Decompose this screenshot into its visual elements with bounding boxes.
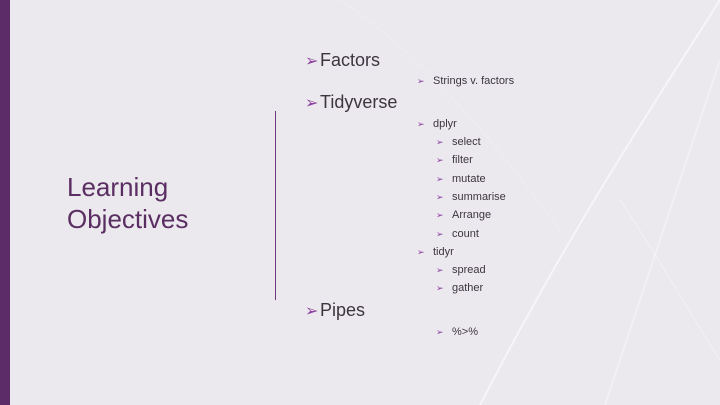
outline-subsubitem: ➢ gather — [436, 281, 483, 295]
arrow-bullet-icon: ➢ — [305, 95, 319, 112]
outline-subitem-label: tidyr — [433, 246, 454, 258]
outline-subsubitem-label: select — [452, 136, 481, 148]
arrow-bullet-icon: ➢ — [436, 155, 444, 165]
outline-subsubitem: ➢ spread — [436, 263, 486, 277]
title-line: Learning — [67, 172, 169, 202]
outline-subsubitem: ➢ count — [436, 227, 479, 241]
outline-subsubitem: ➢ %>% — [436, 325, 478, 339]
outline-subitem-label: Strings v. factors — [433, 75, 515, 87]
outline-subsubitem-label: count — [452, 228, 479, 240]
title-line: Objectives — [67, 204, 189, 234]
outline-subsubitem-label: gather — [452, 282, 484, 294]
arrow-bullet-icon: ➢ — [436, 192, 444, 202]
arrow-bullet-icon: ➢ — [436, 283, 444, 293]
arrow-bullet-icon: ➢ — [417, 119, 425, 129]
outline-subitem: ➢ Strings v. factors — [417, 74, 514, 88]
outline-item: ➢Tidyverse — [305, 92, 397, 114]
outline-subsubitem-label: summarise — [452, 191, 506, 203]
outline-subsubitem-label: spread — [452, 264, 486, 276]
outline-subitem: ➢ dplyr — [417, 117, 457, 131]
arrow-bullet-icon: ➢ — [436, 137, 444, 147]
outline-subsubitem-label: Arrange — [452, 209, 492, 221]
outline-subsubitem: ➢ select — [436, 135, 481, 149]
outline-subsubitem: ➢ Arrange — [436, 208, 491, 222]
arrow-bullet-icon: ➢ — [436, 229, 444, 239]
outline-subsubitem-label: %>% — [452, 326, 478, 338]
outline-item-label: Tidyverse — [320, 92, 398, 112]
outline-subsubitem-label: mutate — [452, 173, 486, 185]
outline-subsubitem-label: filter — [452, 154, 473, 166]
arrow-bullet-icon: ➢ — [305, 53, 319, 70]
arrow-bullet-icon: ➢ — [436, 174, 444, 184]
slide-title: Learning Objectives — [67, 171, 267, 235]
arrow-bullet-icon: ➢ — [417, 76, 425, 86]
outline-subitem: ➢ tidyr — [417, 245, 454, 259]
arrow-bullet-icon: ➢ — [436, 265, 444, 275]
arrow-bullet-icon: ➢ — [436, 327, 444, 337]
outline-subitem-label: dplyr — [433, 118, 457, 130]
outline-item-label: Factors — [320, 50, 381, 70]
outline-subsubitem: ➢ summarise — [436, 190, 506, 204]
outline-subsubitem: ➢ mutate — [436, 172, 486, 186]
vertical-divider — [275, 111, 276, 300]
arrow-bullet-icon: ➢ — [305, 303, 319, 320]
accent-bar — [0, 0, 10, 405]
arrow-bullet-icon: ➢ — [436, 210, 444, 220]
outline-item-label: Pipes — [320, 300, 366, 320]
outline-item: ➢Factors — [305, 50, 380, 72]
outline-subsubitem: ➢ filter — [436, 153, 473, 167]
outline-item: ➢Pipes — [305, 300, 365, 322]
arrow-bullet-icon: ➢ — [417, 247, 425, 257]
